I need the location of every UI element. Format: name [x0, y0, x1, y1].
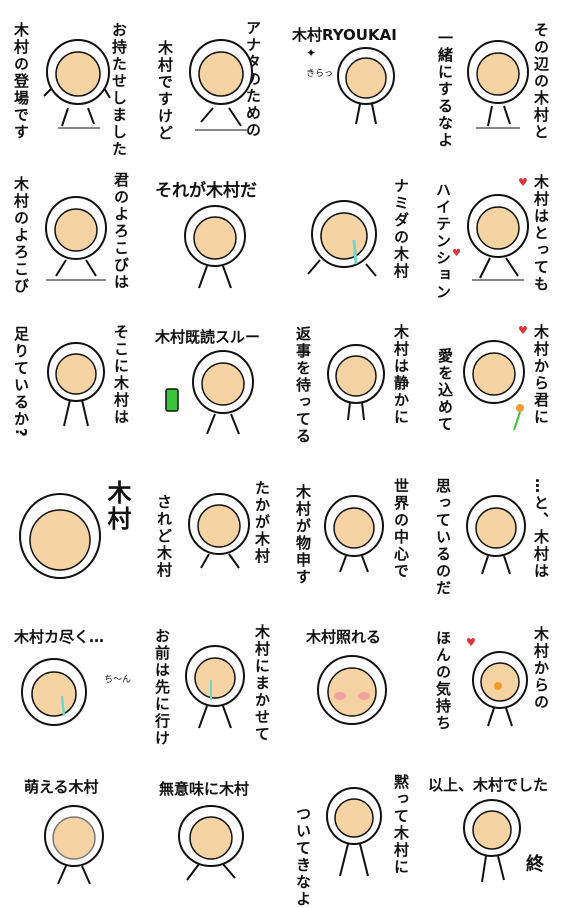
sticker-9[interactable]: 足りているか? そこに木村は [0, 300, 140, 450]
sticker-text-line: 世界の中心で [392, 478, 410, 580]
sticker-16[interactable]: 思っているのだ …と、木村は [422, 450, 562, 600]
sticker-text-line: 思っているのだ [434, 478, 452, 597]
sparkle-icon: ✦ [306, 46, 317, 60]
sticker-17[interactable]: 木村カ尽く… ち～ん [0, 600, 140, 750]
kimura-character-icon [326, 787, 382, 877]
sticker-text-line: ハイテンション [434, 182, 452, 301]
kimura-character-icon [19, 493, 101, 579]
sticker-19[interactable]: 木村照れる [282, 600, 422, 750]
sticker-text-line: ナミダの木村 [392, 178, 410, 280]
sticker-text-line: 黙って木村に [392, 774, 410, 876]
kimura-character-icon [317, 655, 387, 725]
sticker-text-line: 木村が物申す [294, 484, 312, 586]
sticker-5[interactable]: 木村のよろこび 君のよろこびは [0, 150, 140, 300]
sticker-text-line: お持たせしました [110, 22, 128, 158]
sticker-23[interactable]: ついてきなよ 黙って木村に [282, 750, 422, 908]
sticker-text-line: 一緒にするなよ [436, 30, 454, 149]
sticker-4[interactable]: その辺の木村と 一緒にするなよ [422, 0, 562, 150]
sticker-text-line: 以上、木村でした [428, 776, 549, 794]
sticker-text-line: 木村は静かに [392, 324, 410, 426]
kimura-character-icon [472, 651, 528, 727]
phone-icon [165, 388, 179, 412]
heart-icon: ♥ [466, 636, 476, 649]
sticker-text-line: 木村にまかせて [253, 624, 271, 743]
sticker-text-line: お前は先に行け [153, 628, 171, 747]
sticker-text-line: 木村から君に [532, 324, 550, 426]
sticker-3[interactable]: 木村RYOUKAI きらっ ✦ [282, 0, 422, 150]
kimura-character-icon [467, 194, 529, 281]
sticker-text-line: されど木村 [155, 494, 173, 579]
sticker-text-line: 木村からの [532, 626, 550, 711]
sticker-sfx: ち～ん [104, 675, 132, 685]
heart-icon: ♥ [452, 248, 461, 259]
sticker-14[interactable]: されど木村 たかが木村 [141, 450, 281, 600]
kimura-character-icon [467, 40, 529, 129]
sticker-text-line: 木村はとっても [532, 174, 550, 293]
sticker-end-mark: 終 [526, 854, 544, 875]
kimura-character-icon [185, 645, 245, 729]
sticker-7[interactable]: ナミダの木村 [282, 150, 422, 300]
sticker-text-line: …と、木村は [532, 478, 550, 580]
kimura-character-icon [463, 340, 525, 431]
kimura-character-icon [463, 799, 521, 883]
sticker-text-line: 木村の登場です [12, 22, 30, 141]
sticker-text-line: それが木村だ [155, 181, 257, 201]
kimura-character-icon [184, 205, 246, 289]
kimura-character-icon [337, 47, 395, 125]
sticker-22[interactable]: 無意味に木村 [141, 750, 281, 900]
sticker-text-line: 萌える木村 [24, 778, 99, 796]
kimura-character-icon [21, 658, 87, 726]
sticker-text-line: 木村 [103, 480, 131, 532]
sticker-text-line: その辺の木村と [532, 22, 550, 141]
sticker-text-line: たかが木村 [253, 480, 271, 565]
kimura-character-icon [466, 495, 526, 575]
sticker-text-line: 君のよろこびは [112, 172, 130, 291]
sticker-18[interactable]: お前は先に行け 木村にまかせて [141, 600, 281, 750]
sticker-11[interactable]: 返事を待ってる 木村は静かに [282, 300, 422, 450]
heart-icon: ♥ [518, 176, 528, 189]
sticker-6[interactable]: それが木村だ [141, 150, 281, 300]
kimura-character-icon [324, 495, 384, 573]
sticker-2[interactable]: アナタのための 木村ですけど [141, 0, 281, 150]
sticker-text-line: ついてきなよ [294, 806, 312, 908]
kimura-character-icon [189, 39, 253, 131]
kimura-character-icon [188, 493, 250, 569]
kimura-character-icon [192, 350, 254, 435]
sticker-24[interactable]: 以上、木村でした 終 [422, 750, 562, 900]
sticker-8[interactable]: ハイテンション 木村はとっても ♥ ♥ [422, 150, 562, 301]
heart-icon: ♥ [518, 324, 528, 337]
sticker-text-line: 木村カ尽く… [14, 628, 105, 646]
sticker-12[interactable]: 愛を込めて 木村から君に ♥ [422, 300, 562, 450]
sticker-text-line: アナタのための [244, 20, 262, 139]
sticker-sfx: きらっ [306, 69, 334, 79]
kimura-character-icon [44, 805, 104, 885]
sticker-text-line: 木村のよろこび [12, 176, 30, 295]
sticker-text-line: 愛を込めて [436, 348, 454, 433]
sticker-21[interactable]: 萌える木村 [0, 750, 140, 900]
kimura-character-icon [43, 39, 111, 129]
sticker-text-line: 木村RYOUKAI [292, 26, 397, 44]
sticker-13[interactable]: 木村 [0, 450, 140, 600]
sticker-20[interactable]: ほんの気持ち 木村からの ♥ [422, 600, 562, 750]
kimura-character-icon [47, 342, 105, 427]
sticker-text-line: ほんの気持ち [434, 630, 452, 732]
sticker-text-line: 木村ですけど [156, 40, 174, 142]
sticker-text-line: そこに木村は [112, 324, 130, 426]
sticker-text-line: 木村照れる [306, 628, 382, 646]
sticker-text-line: 返事を待ってる [294, 326, 312, 445]
kimura-character-icon [327, 344, 385, 421]
sticker-1[interactable]: 木村の登場です お持たせしました [0, 0, 140, 158]
sticker-text-line: 足りているか? [12, 326, 30, 439]
sticker-15[interactable]: 木村が物申す 世界の中心で [282, 450, 422, 600]
kimura-character-icon [307, 200, 377, 277]
sticker-text-line: 木村既読スルー [155, 328, 261, 346]
sticker-text-line: 無意味に木村 [159, 780, 250, 798]
kimura-character-icon [178, 805, 244, 881]
sticker-10[interactable]: 木村既読スルー [141, 300, 281, 450]
kimura-character-icon [45, 196, 107, 281]
